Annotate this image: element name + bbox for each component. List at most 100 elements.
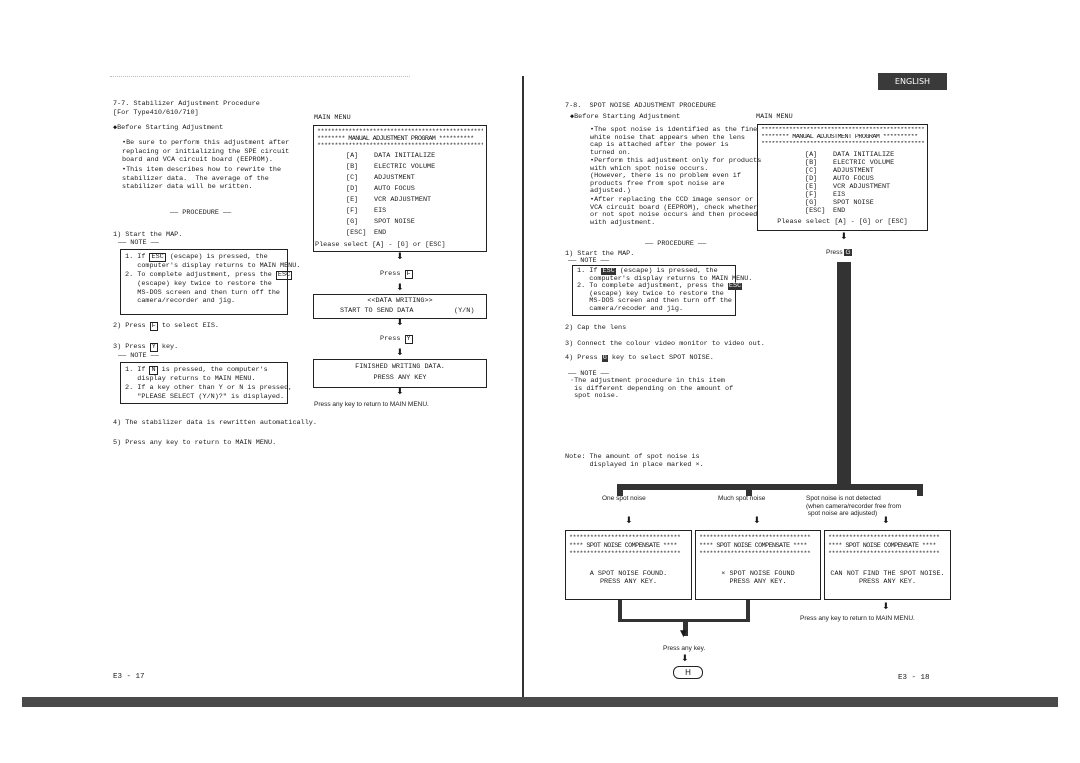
step-3: 3) Press Y key. <box>113 343 178 352</box>
note-text: is pressed, the computer's display retur… <box>137 366 268 383</box>
result-message: × SPOT NOISE FOUND PRESS ANY KEY. <box>721 570 795 586</box>
note-heading: —— NOTE —— <box>118 352 159 360</box>
menu-item-label: EIS <box>833 191 846 199</box>
menu-item-label: ADJUSTMENT <box>833 167 874 175</box>
menu-item-key: [F] <box>805 191 818 199</box>
stars-line: ******************************** <box>828 550 940 558</box>
procedure-label: PROCEDURE <box>657 240 694 248</box>
note-label: NOTE <box>130 352 147 360</box>
step-5: 5) Press any key to return to MAIN MENU. <box>113 439 277 447</box>
result-message: A SPOT NOISE FOUND. PRESS ANY KEY. <box>589 570 668 586</box>
top-rule <box>110 76 410 77</box>
menu-item-key: [G] <box>805 199 818 207</box>
g-key: G <box>844 249 852 256</box>
main-menu-screen: ****************************************… <box>757 124 928 231</box>
branch-not-detected: Spot noise is not detected (when camera/… <box>806 495 902 517</box>
result-screen-none: ******************************** **** SP… <box>824 530 951 600</box>
arrow-down-icon: ⬇ <box>681 654 689 664</box>
menu-item-label: AUTO FOCUS <box>833 175 874 183</box>
step-text: 3) Press <box>113 343 150 351</box>
note-text: (escape) key twice to restore the MS-DOS… <box>137 280 280 306</box>
bottom-band <box>22 697 1058 707</box>
page-number: E3 - 17 <box>113 673 145 681</box>
note-text: 1. If <box>125 253 150 261</box>
menu-item-label: SPOT NOISE <box>374 218 415 226</box>
press-y: Press Y <box>380 335 413 344</box>
menu-item-key: [D] <box>805 175 818 183</box>
note-box: 1. If ESC (escape) is pressed, the compu… <box>572 265 752 316</box>
y-key: Y <box>404 335 413 344</box>
menu-prompt: Please select [A] - [G] or [ESC] <box>315 241 446 249</box>
note-item: 2. To complete adjustment, press the ESC… <box>577 282 743 313</box>
program-title: ******** MANUAL ADJUSTMENT PROGRAM *****… <box>317 135 474 143</box>
procedure-heading: —— PROCEDURE —— <box>645 240 707 248</box>
flow-connector <box>683 619 688 636</box>
stars-line: ****************************************… <box>317 142 483 150</box>
esc-key: ESC <box>275 271 293 280</box>
page-divider <box>522 76 524 698</box>
procedure-heading: —— PROCEDURE —— <box>170 209 232 217</box>
note-item: 1. If ESC (escape) is pressed, the compu… <box>125 253 300 271</box>
step-text: key. <box>157 343 179 351</box>
step-1: 1) Start the MAP. <box>113 231 183 239</box>
menu-item-label: DATA INITIALIZE <box>374 152 436 160</box>
arrow-down-icon: ⬇ <box>396 387 404 397</box>
writing-line: START TO SEND DATA <box>340 307 414 315</box>
finished-line: FINISHED WRITING DATA. <box>355 363 445 371</box>
finished-screen: FINISHED WRITING DATA. PRESS ANY KEY <box>313 359 487 388</box>
step-text: 2) Press <box>113 322 150 330</box>
stars-line: ******************************** <box>569 550 681 558</box>
menu-item-label: ELECTRIC VOLUME <box>833 159 895 167</box>
main-menu-title: MAIN MENU <box>314 114 351 122</box>
arrow-down-icon: ▼ <box>680 629 687 639</box>
y-key: Y <box>149 343 158 352</box>
section-title: 7-8. SPOT NOISE ADJUSTMENT PROCEDURE <box>565 102 716 110</box>
result-message: CAN NOT FIND THE SPOT NOISE. PRESS ANY K… <box>830 570 945 586</box>
step-text: 4) Press <box>565 354 602 362</box>
bullet-text: The spot noise is identified as the fine… <box>590 126 758 157</box>
flow-connector <box>618 600 622 622</box>
step-2: 2) Press F to select EIS. <box>113 322 219 331</box>
compensate-title: **** SPOT NOISE COMPENSATE **** <box>699 542 807 550</box>
compensate-title: **** SPOT NOISE COMPENSATE **** <box>828 542 936 550</box>
note-box: 1. If ESC (escape) is pressed, the compu… <box>120 249 300 315</box>
step-3: 3) Connect the colour video monitor to v… <box>565 340 765 348</box>
menu-item-label: AUTO FOCUS <box>374 185 415 193</box>
procedure-label: PROCEDURE <box>182 209 219 217</box>
menu-item-label: VCR ADJUSTMENT <box>374 196 432 204</box>
bullet-text: This item describes how to rewrite the s… <box>122 166 282 192</box>
note-label: NOTE <box>580 370 597 378</box>
bullet-text: Perform this adjustment only for product… <box>590 157 762 196</box>
arrow-down-icon: ⬇ <box>396 283 404 293</box>
note-item: 2. To complete adjustment, press the ESC… <box>125 271 293 306</box>
bullet-1: •Be sure to perform this adjustment afte… <box>122 139 290 165</box>
stars-line: ****************************************… <box>761 141 924 148</box>
menu-item-key: [G] <box>346 218 359 226</box>
menu-item-label: DATA INITIALIZE <box>833 151 895 159</box>
bullet-1: •The spot noise is identified as the fin… <box>590 126 758 157</box>
section-subtitle: [For Type410/610/710] <box>113 109 199 117</box>
menu-item-key: [C] <box>346 174 359 182</box>
stars-line: ****************************************… <box>317 128 483 136</box>
note-text: 1. If <box>577 267 602 275</box>
bullet-2: •This item describes how to rewrite the … <box>122 166 282 192</box>
before-heading-text: Before Starting Adjustment <box>117 124 224 132</box>
arrow-down-icon: ⬇ <box>753 516 761 526</box>
step-2: 2) Cap the lens <box>565 324 627 332</box>
note-heading: —— NOTE —— <box>118 239 159 247</box>
n-key: N <box>149 366 158 375</box>
press-label: Press <box>826 249 843 256</box>
menu-item-label: END <box>833 207 846 215</box>
step-text: key to select SPOT NOISE. <box>607 354 714 362</box>
menu-item-label: EIS <box>374 207 387 215</box>
compensate-title: **** SPOT NOISE COMPENSATE **** <box>569 542 677 550</box>
note-text: (escape) is pressed, the computer's disp… <box>137 253 301 270</box>
note-item: 2. If a key other than Y or N is pressed… <box>125 384 293 401</box>
menu-item-key: [E] <box>805 183 818 191</box>
note-heading: —— NOTE —— <box>568 257 609 265</box>
bullet-text: After replacing the CCD image sensor or … <box>590 196 758 227</box>
flow-connector <box>837 262 851 488</box>
note-label: NOTE <box>580 257 597 265</box>
diamond-icon: ◆ <box>570 113 575 121</box>
return-text: Press any key to return to MAIN MENU. <box>314 401 429 408</box>
